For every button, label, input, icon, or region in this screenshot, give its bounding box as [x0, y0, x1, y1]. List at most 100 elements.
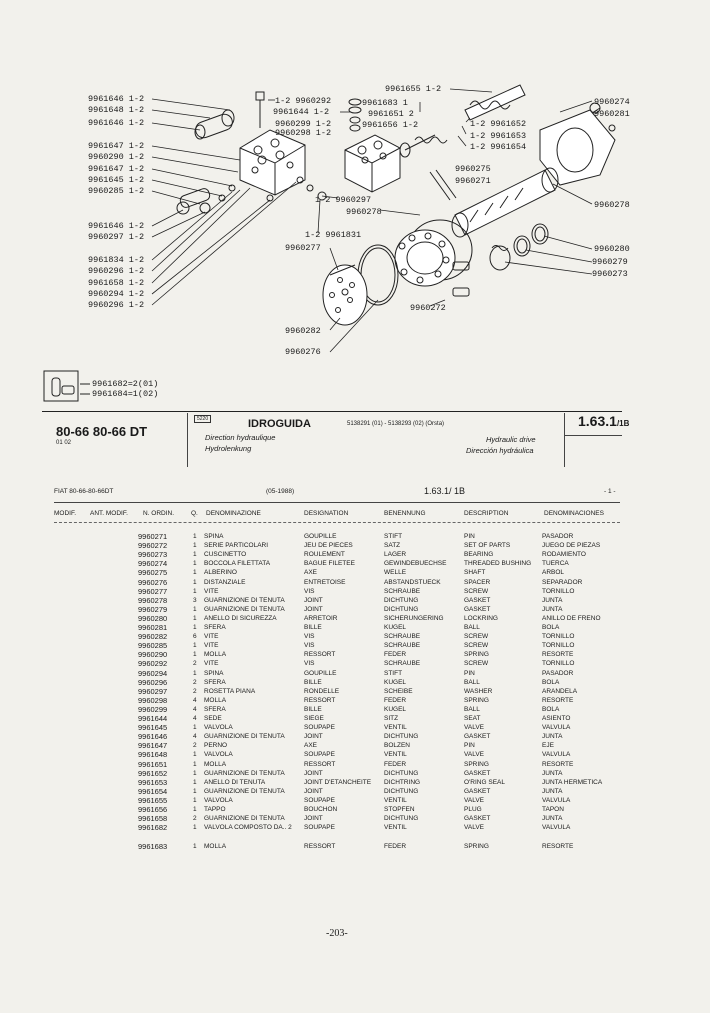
name-de: KUGEL: [384, 705, 407, 713]
name-fr: ENTRETOISE: [304, 578, 346, 586]
name-fr: JOINT D'ETANCHEITE: [304, 778, 372, 786]
quantity: 1: [193, 760, 197, 768]
name-en: PLUG: [464, 806, 482, 813]
name-fr: RONDELLE: [304, 687, 340, 695]
part-number: 9960290: [138, 650, 168, 660]
callout-label: 9960297 1-2: [88, 232, 145, 242]
name-es: JUEGO DE PIEZAS: [542, 542, 601, 550]
quantity: 1: [193, 651, 197, 659]
quantity: 1: [193, 806, 197, 813]
group-code: 5220: [194, 415, 212, 423]
name-es: TORNILLO: [542, 660, 575, 668]
name-it: TAPPO: [204, 806, 226, 813]
name-de: LAGER: [384, 551, 407, 559]
name-en: SCREW: [464, 642, 489, 650]
name-de: KUGEL: [384, 624, 407, 631]
name-de: SITZ: [384, 715, 399, 722]
name-de: KUGEL: [384, 678, 407, 686]
quantity: 1: [193, 751, 197, 759]
name-de: FEDER: [384, 696, 407, 704]
part-number: 9961656: [138, 805, 168, 814]
name-it: DISTANZIALE: [204, 578, 246, 586]
name-en: BEARING: [464, 551, 494, 559]
quantity: 2: [193, 742, 197, 750]
name-it: VALVOLA: [204, 751, 233, 759]
callout-label: 9961646 1-2: [88, 94, 145, 104]
name-de: STOPFEN: [384, 806, 415, 813]
name-fr: GOUPILLE: [304, 533, 337, 540]
callout-label: 9960275: [455, 164, 491, 174]
name-fr: VIS: [304, 633, 315, 641]
col-fr: DESIGNATION: [304, 510, 349, 517]
callout-label: 9960278: [346, 207, 382, 217]
callout-label: 9961644 1-2: [273, 107, 330, 117]
name-fr: BAGUE FILETEE: [304, 560, 355, 568]
col-ordin: N. ORDIN.: [143, 510, 175, 517]
quantity: 1: [193, 569, 197, 577]
page-number: -203-: [326, 928, 348, 939]
part-number: 9961645: [138, 723, 168, 733]
name-de: DICHTUNG: [384, 769, 419, 777]
title-es: Dirección hydráulica: [466, 446, 534, 455]
name-fr: SOUPAPE: [304, 751, 335, 759]
name-en: BALL: [464, 705, 480, 713]
quantity: 2: [193, 815, 197, 823]
quantity: 1: [193, 778, 197, 786]
quantity: 4: [193, 715, 197, 722]
name-en: GASKET: [464, 605, 491, 613]
list-page: - 1 -: [604, 488, 616, 495]
name-it: PERNO: [204, 742, 228, 750]
name-de: SCHRAUBE: [384, 587, 421, 595]
name-en: SCREW: [464, 587, 489, 595]
callout-label: 9960278: [594, 200, 630, 210]
name-es: JUNTA HERMETICA: [542, 778, 603, 786]
name-de: VENTIL: [384, 796, 407, 804]
name-de: GEWINDEBUECHSE: [384, 560, 447, 568]
quantity: 1: [193, 669, 197, 677]
name-es: PASADOR: [542, 533, 574, 540]
col-es: DENOMINACIONES: [544, 510, 604, 517]
name-de: SATZ: [384, 542, 401, 550]
callout-label: 9961683 1: [362, 98, 408, 108]
part-number: 9961653: [138, 777, 168, 787]
part-number: 9960297: [138, 686, 168, 696]
name-en: SPRING: [464, 843, 489, 851]
name-fr: VIS: [304, 587, 315, 595]
name-es: BOLA: [542, 705, 560, 713]
name-it: SPINA: [204, 533, 224, 540]
quantity: 1: [193, 843, 197, 851]
part-number: 9960285: [138, 641, 168, 651]
name-it: SFERA: [204, 624, 226, 631]
callout-label: 9960299 1-2: [275, 119, 332, 129]
inset-label-2: 9961684=1(02): [92, 389, 159, 399]
name-fr: JOINT: [304, 787, 323, 795]
callout-label: 9960279: [592, 257, 628, 267]
name-fr: JOINT: [304, 596, 323, 604]
callout-label: 1-2 9960297: [315, 195, 372, 205]
name-es: PASADOR: [542, 669, 574, 677]
name-en: SPRING: [464, 760, 489, 768]
name-es: JUNTA: [542, 815, 563, 823]
name-es: EJE: [542, 742, 554, 750]
quantity: 1: [193, 796, 197, 804]
callout-label: 1-2 9961653: [470, 131, 527, 141]
callout-label: 9960273: [592, 269, 628, 279]
callout-label: 9961656 1-2: [362, 120, 419, 130]
name-it: VALVOLA: [204, 796, 233, 804]
part-number: 9960271: [138, 532, 168, 541]
part-number: 9961683: [138, 842, 168, 852]
name-de: DICHTUNG: [384, 605, 419, 613]
name-it: GUARNIZIONE DI TENUTA: [204, 605, 285, 613]
name-it: MOLLA: [204, 760, 227, 768]
name-it: SFERA: [204, 705, 226, 713]
callout-label: 1-2 9961654: [470, 142, 527, 152]
name-it: GUARNIZIONE DI TENUTA: [204, 596, 285, 604]
